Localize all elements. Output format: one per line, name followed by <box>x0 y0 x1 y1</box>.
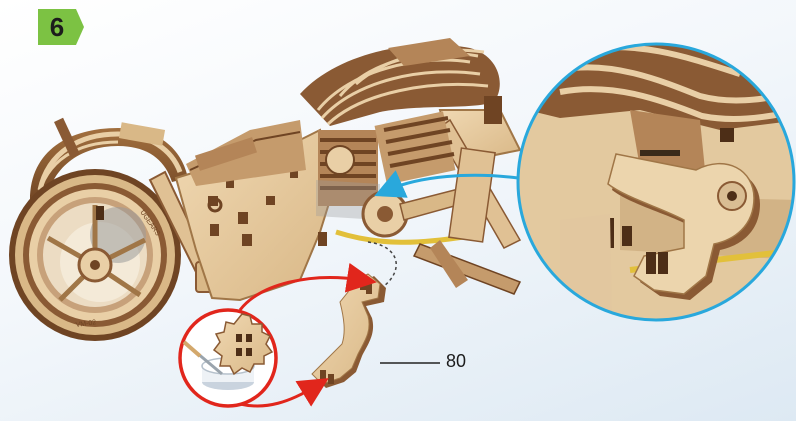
front-wheel: UGEARS VM-02 <box>9 169 181 341</box>
step-badge: 6 <box>38 9 82 45</box>
step-number: 6 <box>38 9 76 45</box>
part-80-lever <box>312 274 386 388</box>
wax-lubrication-inset <box>180 310 276 406</box>
motorcycle-model: UGEARS VM-02 <box>9 38 520 341</box>
zoom-detail <box>510 40 796 330</box>
part-number-label: 80 <box>446 351 466 372</box>
